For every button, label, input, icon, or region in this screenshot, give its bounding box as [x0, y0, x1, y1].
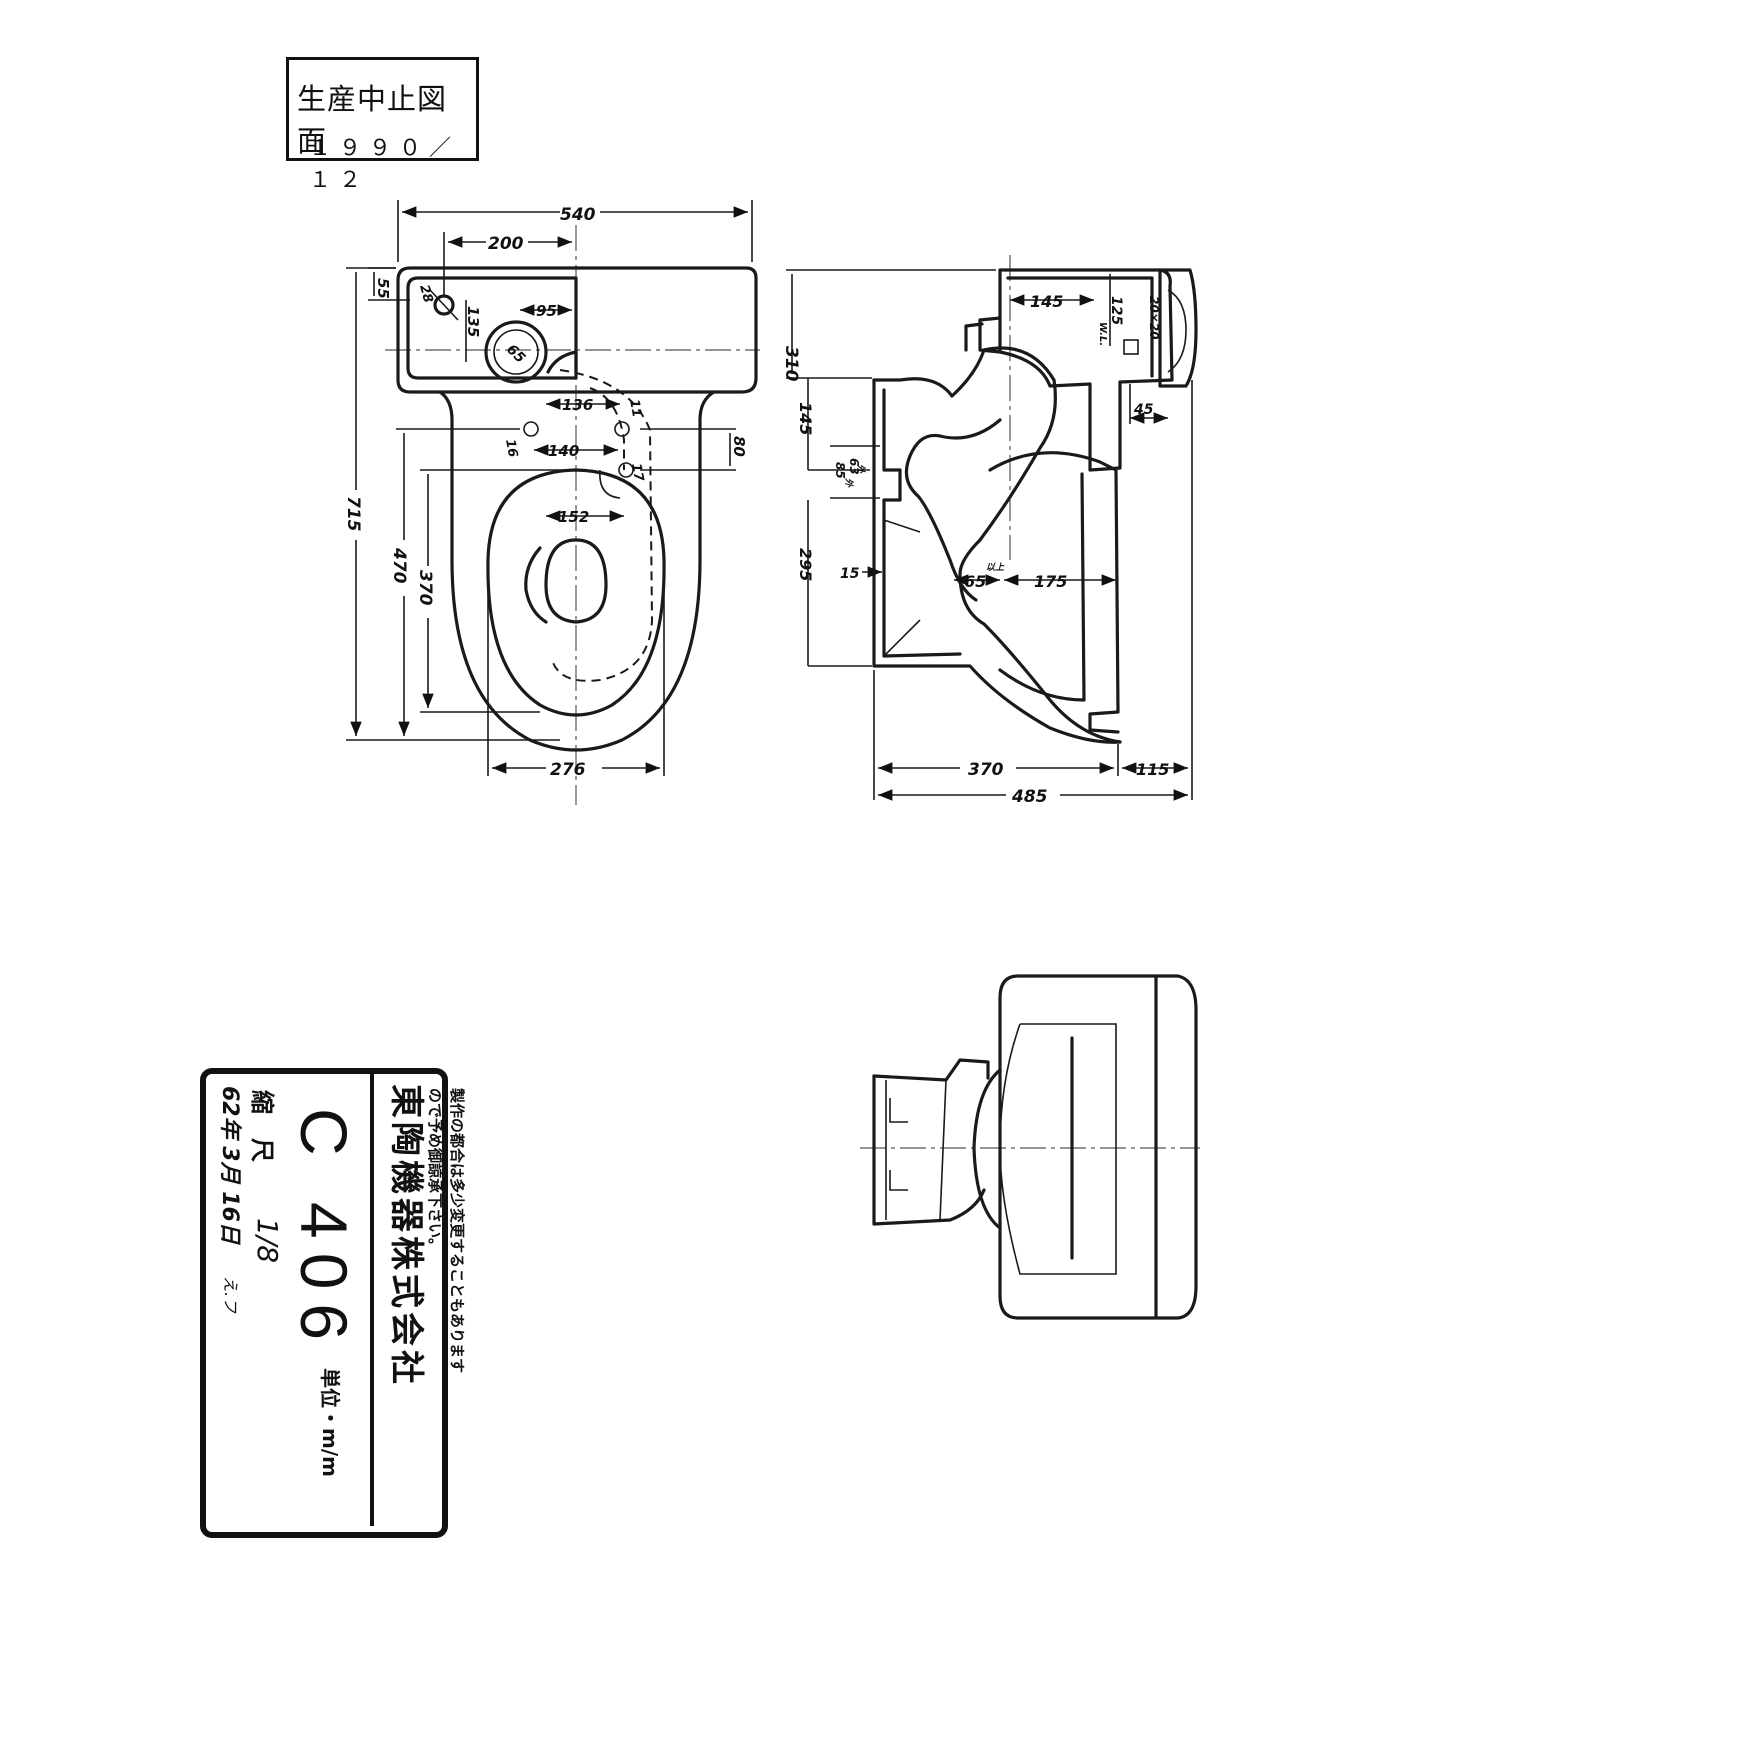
tank-inner-outline: [406, 276, 578, 380]
dim-outlet-a: 63: [847, 458, 861, 475]
rear-view: [860, 974, 1200, 1320]
fixing-hole-c: [618, 462, 634, 478]
supply-fitting: [1158, 268, 1198, 388]
section-view: 310 145 125 W.L. 20×20 45 145 63 外 85 外 …: [781, 255, 1198, 807]
title-block-divider: [370, 1068, 374, 1526]
dim-trap-size: 65: [964, 572, 986, 591]
dim-bowl-width: 276: [550, 760, 586, 780]
unit-label: 単位・m/m: [318, 1368, 342, 1477]
bowl-body-outline: [438, 390, 716, 752]
dim-overall-length: 715: [343, 496, 363, 532]
dim-tank-height: 310: [781, 346, 801, 382]
discontinued-stamp: 生産中止図面 １９９０／１２: [286, 57, 479, 193]
dim-bolt-dia: 28: [416, 283, 435, 304]
trap-outer: [872, 346, 1122, 744]
dim-wall: 15: [840, 566, 860, 582]
rear-tank: [998, 974, 1198, 1320]
rear-base: [972, 1068, 1002, 1230]
dim-fix-spacing-1: 136: [562, 396, 593, 414]
flush-hole-inner: [493, 329, 539, 375]
dim-seat-offset: 152: [558, 508, 589, 526]
dim-outlet-b: 85: [833, 462, 847, 479]
dim-fix-dia-a: 11: [626, 398, 644, 418]
section-tank: [998, 268, 1174, 472]
fixing-hole-a: [523, 421, 539, 437]
stamp-title: 生産中止図面: [297, 82, 448, 158]
dim-hole-offset: 95: [536, 302, 557, 320]
dim-tank-inner: 145: [1030, 292, 1063, 311]
dim-flush-hole: 65: [503, 342, 528, 367]
note-line-1: 製作の都合は多少変更することもあります: [448, 1088, 466, 1374]
seat-outer: [486, 468, 666, 717]
outlet-mark-a: 外: [855, 463, 866, 474]
dim-fix-dia-c: 17: [628, 462, 646, 483]
fixing-hole-b: [614, 421, 630, 437]
dim-fix-dia-b: 16: [502, 438, 520, 458]
scale-label: 縮 尺: [248, 1090, 276, 1162]
bowl-opening: [544, 538, 608, 624]
note-line-2: ので予め御諒承下さい。: [426, 1088, 444, 1254]
dim-outlet-height: 145: [796, 402, 815, 435]
title-block: 東陶機器株式会社 C 406 単位・m/m 縮 尺 1/8 62年 3月 16日…: [196, 1068, 448, 1538]
disclaimer-note: 製作の都合は多少変更することもあります ので予め御諒承下さい。: [424, 1088, 468, 1548]
dim-rim-height: 295: [796, 548, 815, 581]
tank-outline: [396, 266, 758, 394]
bowl-front-wall: [988, 451, 1120, 734]
section-base: [872, 378, 1122, 744]
dim-tank-depth: 55: [374, 278, 392, 299]
dim-supply-size: 20×20: [1147, 296, 1161, 339]
trap-mark: 以上: [986, 562, 1005, 573]
drawing-date: 62年 3月 16日: [217, 1086, 242, 1244]
flush-hole: [484, 320, 548, 384]
dim-seat-length: 370: [415, 570, 435, 606]
dim-depth-front: 370: [968, 760, 1004, 780]
outlet-mark-b: 外: [843, 477, 854, 488]
dim-overall-depth: 485: [1011, 787, 1048, 807]
dim-bowl-length: 470: [389, 547, 409, 584]
dim-water-level: 125: [1108, 296, 1124, 325]
dim-depth-back: 115: [1136, 760, 1169, 779]
dim-bowl-depth: 175: [1034, 572, 1067, 591]
model-number: C 406: [287, 1108, 361, 1355]
dim-supply-offset: 45: [1133, 402, 1154, 418]
drawn-by: え.フ: [221, 1276, 240, 1314]
dim-overall-width: 540: [560, 205, 596, 225]
dim-fix-depth: 80: [730, 436, 748, 457]
dim-bolt-to-hole: 135: [464, 306, 482, 337]
scale-value: 1/8: [251, 1218, 284, 1264]
dim-tank-offset: 200: [488, 234, 524, 254]
dim-fix-spacing-2: 140: [548, 442, 579, 460]
stamp-date: １９９０／１２: [309, 136, 460, 193]
wl-label: W.L.: [1097, 322, 1108, 346]
hidden-passage: [551, 369, 654, 682]
plan-view: 540 200 55 28 135 95 65 136 11 16 140 80…: [343, 200, 760, 805]
